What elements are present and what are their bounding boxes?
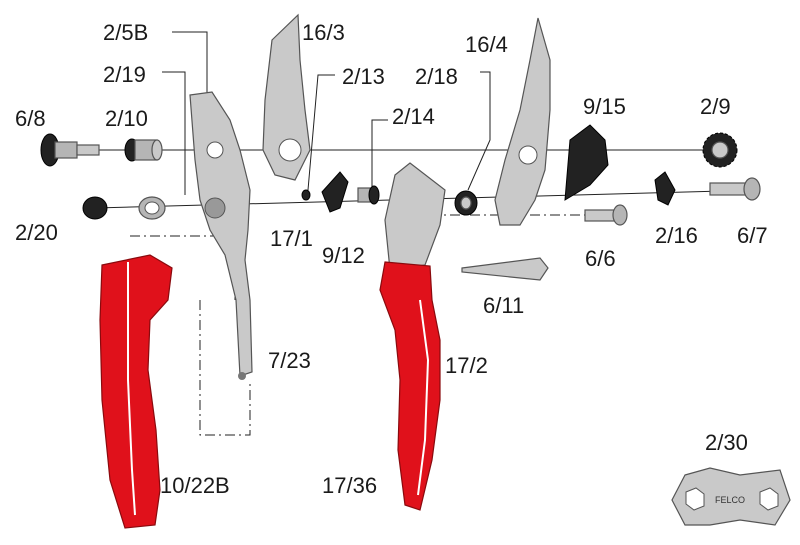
part-17-1-latch	[321, 171, 349, 213]
label-2-19: 2/19	[103, 62, 146, 87]
label-2-10: 2/10	[105, 106, 148, 131]
part-2-20-cap	[82, 196, 108, 220]
label-17-2: 17/2	[445, 353, 488, 378]
label-6-7: 6/7	[737, 223, 768, 248]
part-6-6-screw	[584, 204, 628, 226]
label-10-22B: 10/22B	[160, 473, 230, 498]
part-6-11-spring	[461, 257, 549, 281]
part-2-9-gear-nut	[702, 132, 738, 168]
part-17-2-handle	[379, 162, 446, 511]
part-9-15-plate	[564, 124, 609, 201]
part-2-18-washer	[454, 190, 478, 216]
label-7-23: 7/23	[268, 348, 311, 373]
part-2-14-screw	[357, 185, 380, 205]
label-2-13: 2/13	[342, 64, 385, 89]
part-2-19-washer	[138, 196, 166, 220]
label-2-30: 2/30	[705, 430, 748, 455]
dash-guide-handle-lower	[199, 300, 251, 436]
label-17-1: 17/1	[270, 226, 313, 251]
label-9-15: 9/15	[583, 94, 626, 119]
part-6-8-bolt	[40, 133, 100, 167]
label-17-36: 17/36	[322, 473, 377, 498]
leader-2-5B	[172, 31, 208, 95]
label-2-16: 2/16	[655, 223, 698, 248]
leader-2-14	[371, 119, 388, 188]
wrench-logo-text: FELCO	[715, 495, 745, 505]
part-16-4-blade	[494, 17, 551, 226]
label-2-5B: 2/5B	[103, 20, 148, 45]
label-16-4: 16/4	[465, 32, 508, 57]
part-6-7-screw	[709, 177, 761, 201]
part-10-22B-handle	[99, 254, 173, 529]
part-2-30-wrench: FELCO	[671, 467, 791, 526]
leader-2-19	[162, 71, 186, 195]
label-2-20: 2/20	[15, 220, 58, 245]
part-16-3-blade	[262, 13, 311, 181]
part-2-10-nut	[124, 138, 163, 162]
leader-2-18	[467, 71, 491, 191]
label-6-8: 6/8	[15, 106, 46, 131]
label-2-14: 2/14	[392, 104, 435, 129]
part-2-16-spring	[654, 171, 676, 206]
label-6-11: 6/11	[483, 293, 524, 318]
part-2-5B-lower-blade	[189, 91, 253, 380]
label-9-12: 9/12	[322, 243, 365, 268]
leader-2-13	[307, 74, 335, 191]
label-2-18: 2/18	[415, 64, 458, 89]
label-6-6: 6/6	[585, 246, 616, 271]
label-16-3: 16/3	[302, 20, 345, 45]
label-2-9: 2/9	[700, 94, 731, 119]
part-2-13-washer	[301, 189, 311, 201]
